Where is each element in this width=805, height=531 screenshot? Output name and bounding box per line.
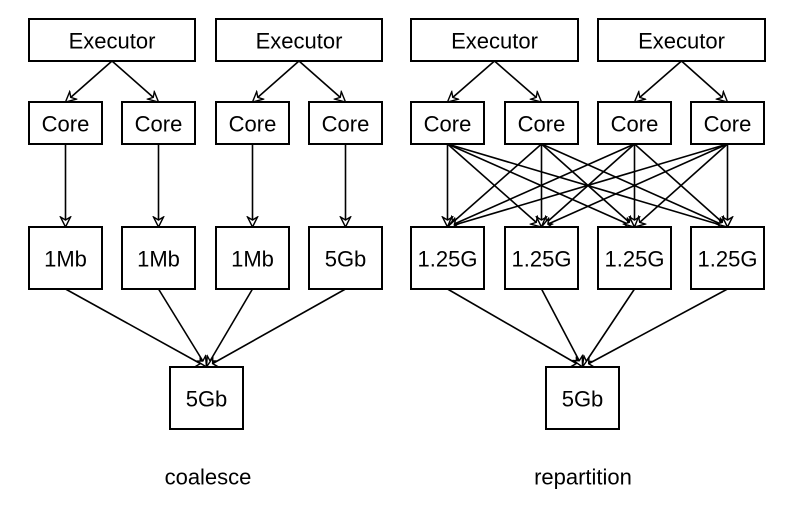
repartition-core-2-frame bbox=[597, 101, 672, 145]
coalesce-partition-to-output-arrow bbox=[207, 288, 346, 367]
repartition-core-3: Core bbox=[690, 101, 765, 145]
repartition-partition-to-output-arrow bbox=[583, 288, 636, 367]
coalesce-core-2-frame bbox=[215, 101, 290, 145]
repartition-partition-1: 1.25G bbox=[504, 226, 579, 290]
coalesce-executor-1-label: Executor bbox=[256, 29, 343, 54]
repartition-core-to-partition-arrow bbox=[448, 143, 635, 227]
repartition-executor-to-core-arrow bbox=[448, 60, 496, 102]
coalesce-executor-0-frame bbox=[28, 18, 196, 62]
repartition-executor-to-core-arrow bbox=[680, 60, 728, 102]
repartition-output: 5Gb bbox=[545, 366, 620, 430]
repartition-partition-3: 1.25G bbox=[690, 226, 765, 290]
coalesce-core-2-label: Core bbox=[229, 112, 277, 137]
coalesce-partition-2-label: 1Mb bbox=[231, 247, 274, 272]
coalesce-partition-1-frame bbox=[121, 226, 196, 290]
coalesce-partition-to-output-arrow bbox=[65, 288, 207, 367]
repartition-core-3-frame bbox=[690, 101, 765, 145]
coalesce-partition-1-label: 1Mb bbox=[137, 247, 180, 272]
repartition-core-to-partition-arrow bbox=[635, 143, 729, 227]
coalesce-partition-to-output-arrow bbox=[207, 288, 254, 367]
coalesce-partition-2: 1Mb bbox=[215, 226, 290, 290]
coalesce-partition-3-frame bbox=[308, 226, 383, 290]
coalesce-executor-to-core-arrow bbox=[253, 60, 300, 102]
coalesce-partition-2-frame bbox=[215, 226, 290, 290]
repartition-partition-0-label: 1.25G bbox=[418, 247, 478, 272]
coalesce-core-0-label: Core bbox=[42, 112, 90, 137]
repartition-core-to-partition-arrow bbox=[448, 143, 543, 227]
repartition-executor-to-core-arrow bbox=[635, 60, 683, 102]
repartition-partition-0-frame bbox=[410, 226, 485, 290]
coalesce-partition-0-label: 1Mb bbox=[44, 247, 87, 272]
repartition-partition-2: 1.25G bbox=[597, 226, 672, 290]
repartition-core-2-label: Core bbox=[611, 112, 659, 137]
coalesce-partition-to-output-arrow bbox=[157, 288, 207, 367]
coalesce-core-1-frame bbox=[121, 101, 196, 145]
repartition-core-1-frame bbox=[504, 101, 579, 145]
repartition-partition-0: 1.25G bbox=[410, 226, 485, 290]
coalesce-caption: coalesce bbox=[165, 465, 252, 490]
coalesce-executor-1: Executor bbox=[215, 18, 383, 62]
repartition-partition-1-frame bbox=[504, 226, 579, 290]
repartition-executor-1-frame bbox=[597, 18, 766, 62]
coalesce-output: 5Gb bbox=[169, 366, 244, 430]
repartition-core-to-partition-arrow bbox=[448, 143, 728, 227]
repartition-executor-1-label: Executor bbox=[638, 29, 725, 54]
coalesce-executor-to-core-arrow bbox=[111, 60, 159, 102]
repartition-executor-0-label: Executor bbox=[451, 29, 538, 54]
coalesce-executor-to-core-arrow bbox=[298, 60, 346, 102]
repartition-core-0-label: Core bbox=[424, 112, 472, 137]
coalesce-executor-1-frame bbox=[215, 18, 383, 62]
repartition-executor-0: Executor bbox=[410, 18, 579, 62]
repartition-core-1-label: Core bbox=[518, 112, 566, 137]
coalesce-core-1: Core bbox=[121, 101, 196, 145]
coalesce-core-1-label: Core bbox=[135, 112, 183, 137]
coalesce-executor-0-label: Executor bbox=[69, 29, 156, 54]
coalesce-partition-0-frame bbox=[28, 226, 103, 290]
coalesce-output-frame bbox=[169, 366, 244, 430]
repartition-executor-to-core-arrow bbox=[493, 60, 542, 102]
coalesce-core-3: Core bbox=[308, 101, 383, 145]
coalesce-partition-0: 1Mb bbox=[28, 226, 103, 290]
coalesce-executor-0: Executor bbox=[28, 18, 196, 62]
coalesce-partition-3-label: 5Gb bbox=[325, 247, 367, 272]
coalesce-core-0: Core bbox=[28, 101, 103, 145]
repartition-core-0: Core bbox=[410, 101, 485, 145]
repartition-partition-3-frame bbox=[690, 226, 765, 290]
coalesce-output-label: 5Gb bbox=[186, 387, 228, 412]
repartition-caption: repartition bbox=[534, 465, 632, 490]
repartition-core-0-frame bbox=[410, 101, 485, 145]
coalesce-core-3-frame bbox=[308, 101, 383, 145]
coalesce-core-0-frame bbox=[28, 101, 103, 145]
repartition-core-1: Core bbox=[504, 101, 579, 145]
repartition-partition-to-output-arrow bbox=[447, 288, 583, 367]
coalesce-core-2: Core bbox=[215, 101, 290, 145]
repartition-output-label: 5Gb bbox=[562, 387, 604, 412]
repartition-partition-to-output-arrow bbox=[583, 288, 728, 367]
coalesce-partition-1: 1Mb bbox=[121, 226, 196, 290]
repartition-partition-2-label: 1.25G bbox=[605, 247, 665, 272]
repartition-executor-0-frame bbox=[410, 18, 579, 62]
repartition-output-frame bbox=[545, 366, 620, 430]
coalesce-executor-to-core-arrow bbox=[66, 60, 113, 102]
repartition-core-3-label: Core bbox=[704, 112, 752, 137]
repartition-executor-1: Executor bbox=[597, 18, 766, 62]
repartition-core-to-partition-arrow bbox=[542, 143, 728, 227]
repartition-partition-to-output-arrow bbox=[540, 288, 583, 367]
coalesce-partition-3: 5Gb bbox=[308, 226, 383, 290]
coalesce-core-3-label: Core bbox=[322, 112, 370, 137]
repartition-partition-1-label: 1.25G bbox=[512, 247, 572, 272]
repartition-partition-3-label: 1.25G bbox=[698, 247, 758, 272]
repartition-core-2: Core bbox=[597, 101, 672, 145]
repartition-partition-2-frame bbox=[597, 226, 672, 290]
